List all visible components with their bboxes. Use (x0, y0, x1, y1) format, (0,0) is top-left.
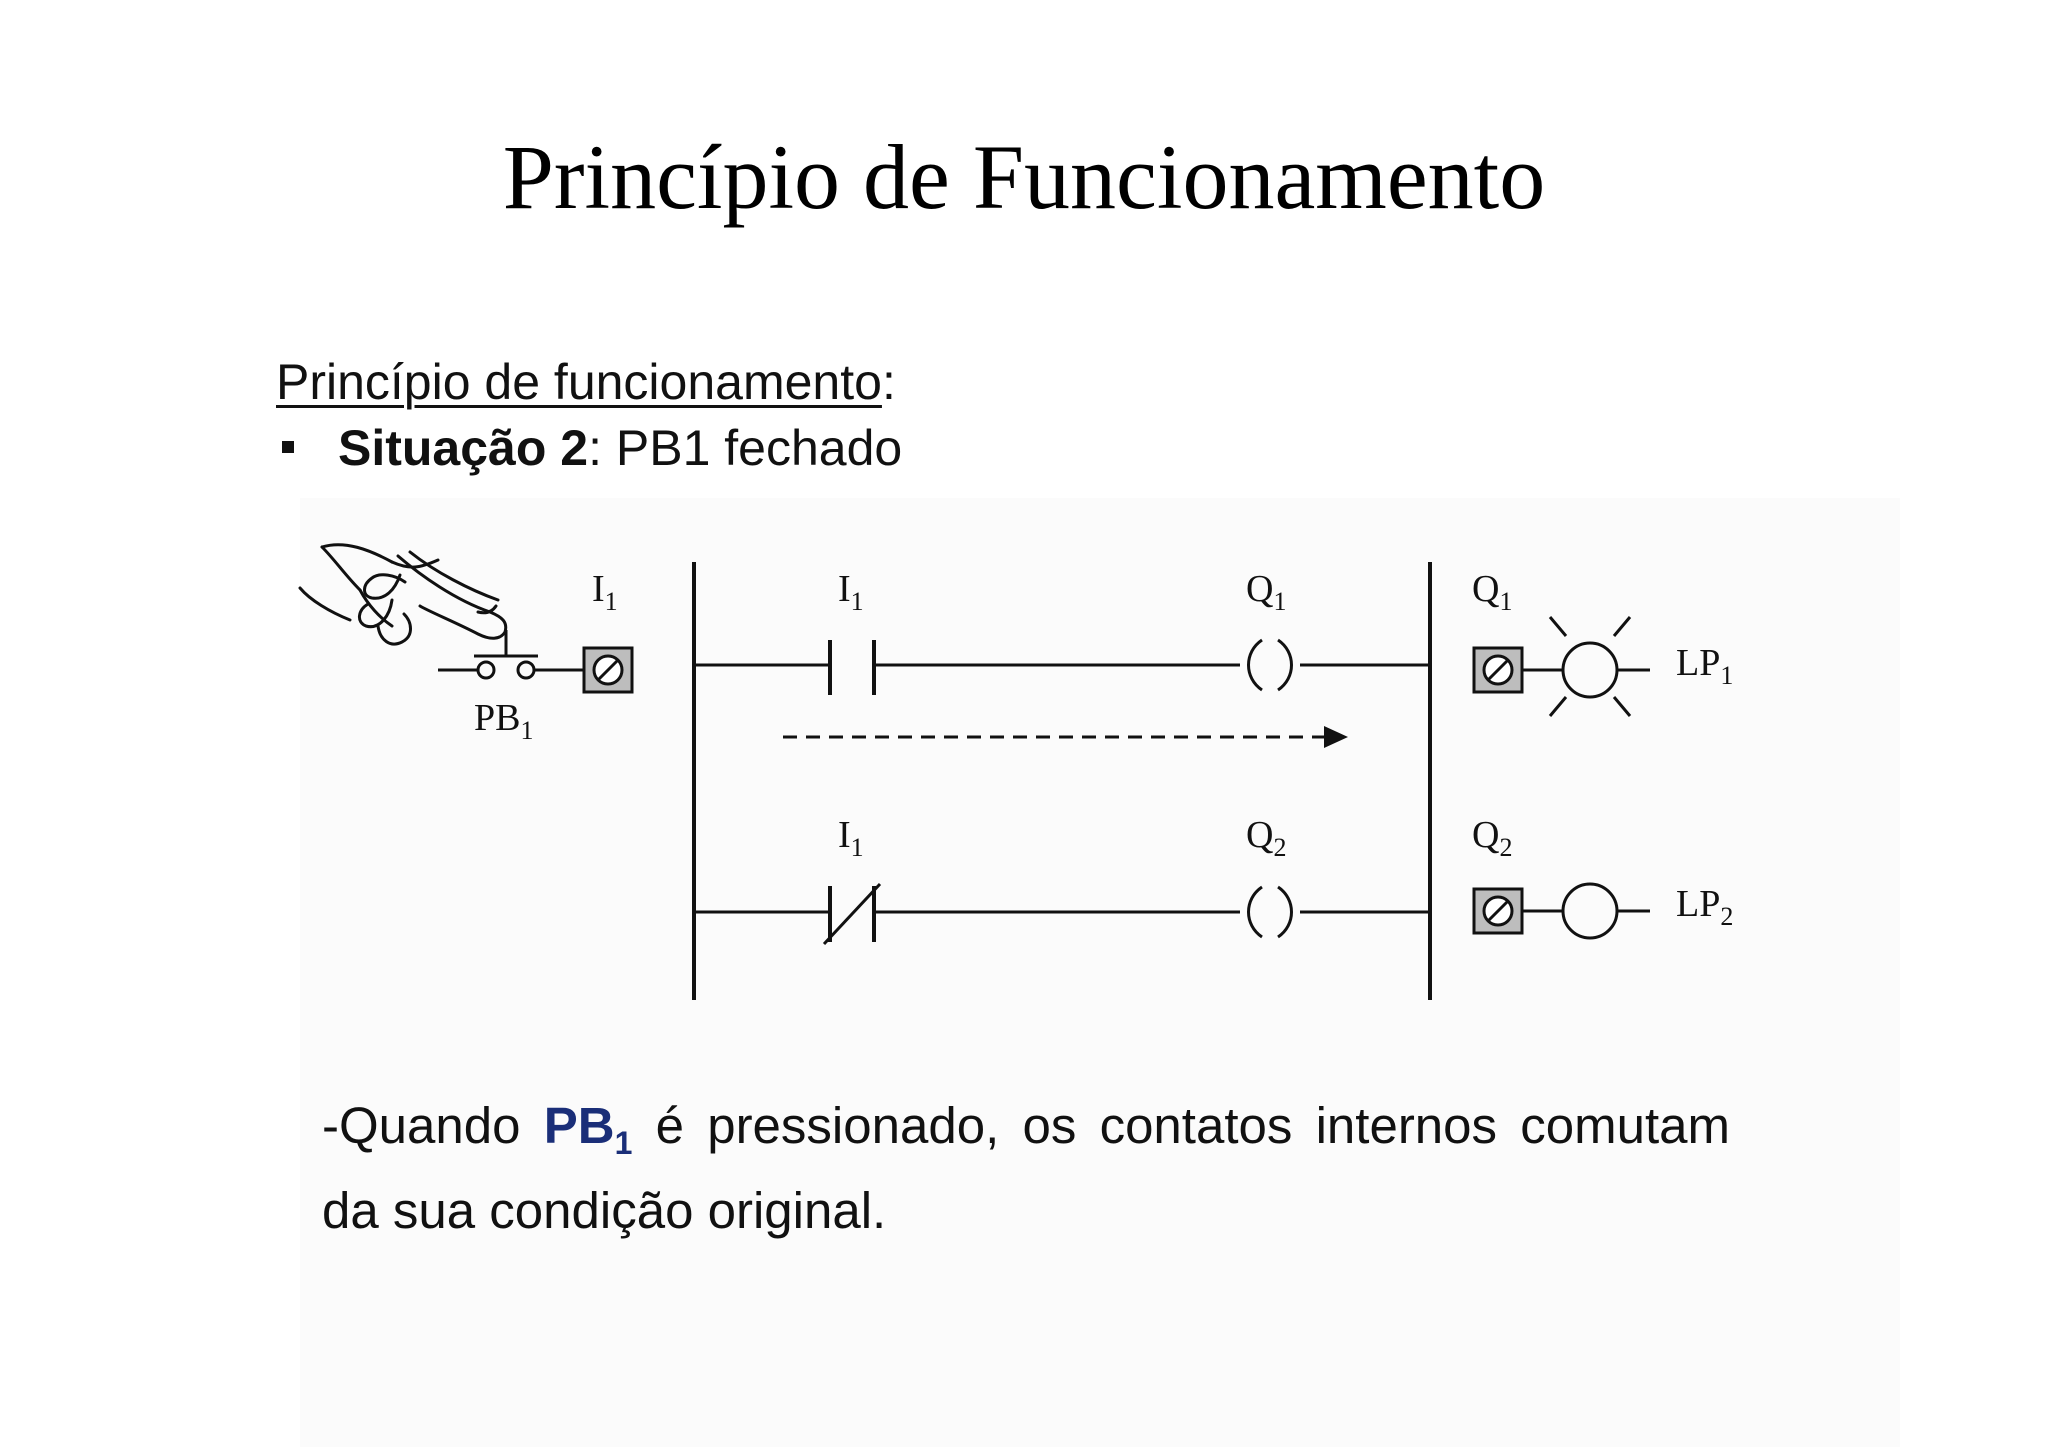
slide-title: Princípio de Funcionamento (502, 126, 1546, 228)
rung-1 (694, 638, 1430, 695)
current-flow-arrow (783, 726, 1348, 748)
description-pb-sub: 1 (614, 1125, 633, 1162)
label-rung2-contact: I1 (838, 814, 864, 862)
label-rung1-coil: Q1 (1246, 568, 1286, 616)
label-output-terminal-1: Q1 (1472, 568, 1512, 616)
bullet-text: : PB1 fechado (588, 420, 903, 476)
rung-2 (694, 882, 1430, 946)
label-input-terminal: I1 (592, 568, 618, 616)
output-terminal-q1 (1472, 646, 1524, 694)
section-heading-colon: : (881, 354, 896, 410)
bullet-item: Situação 2: PB1 fechado (276, 418, 902, 478)
label-output-terminal-2: Q2 (1472, 814, 1512, 862)
section-heading: Princípio de funcionamento: (276, 352, 896, 412)
label-rung2-coil: Q2 (1246, 814, 1286, 862)
description-pb-term: PB1 (543, 1097, 633, 1161)
description-suffix: é pressionado, os contatos internos comu… (322, 1097, 1730, 1240)
content-panel (300, 498, 1900, 1447)
description-pb-base: PB (543, 1097, 615, 1154)
output-terminal-q2 (1472, 887, 1524, 935)
lamp-lp2-off-icon (1522, 882, 1650, 940)
bullet-square-icon (282, 440, 294, 453)
label-rung1-contact: I1 (838, 568, 864, 616)
pushbutton-pb1-symbol (438, 630, 584, 680)
input-terminal-i1 (582, 646, 634, 694)
label-lamp-2: LP2 (1676, 883, 1733, 931)
bullet-label: Situação 2 (338, 420, 589, 476)
label-lamp-1: LP1 (1676, 642, 1733, 690)
description-prefix: -Quando (322, 1097, 544, 1154)
hand-icon (298, 543, 508, 646)
lamp-lp1-lit-icon (1522, 616, 1650, 717)
section-heading-text: Princípio de funcionamento (276, 354, 882, 410)
label-pushbutton: PB1 (474, 697, 533, 745)
description-paragraph: -Quando PB1 é pressionado, os contatos i… (322, 1092, 1730, 1245)
